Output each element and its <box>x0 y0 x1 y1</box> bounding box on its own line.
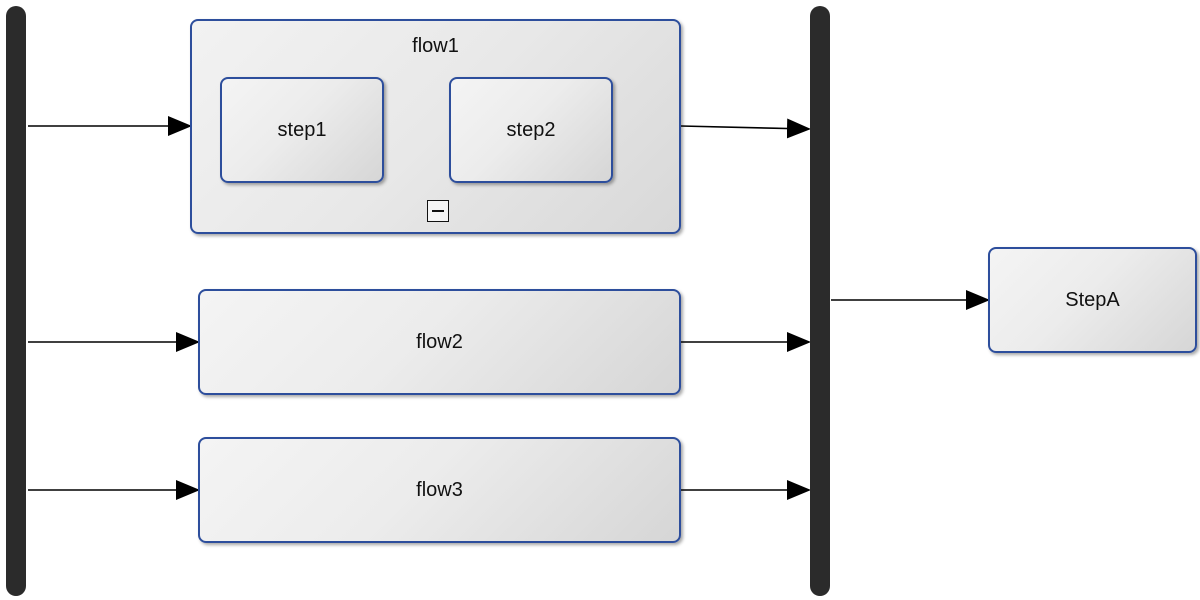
step1-label: step1 <box>277 118 327 141</box>
stepa-node[interactable]: StepA <box>988 247 1197 353</box>
step2-label: step2 <box>506 118 556 141</box>
arrow-flow1-to-join <box>680 118 811 139</box>
step2-node[interactable]: step2 <box>449 77 613 183</box>
flow1-group[interactable]: flow1 step1 step2 <box>190 19 681 234</box>
flow2-node[interactable]: flow2 <box>198 289 681 395</box>
flow1-title: flow1 <box>412 35 459 57</box>
step1-node[interactable]: step1 <box>220 77 384 183</box>
join-bar[interactable] <box>810 6 830 596</box>
fork-bar[interactable] <box>6 6 26 596</box>
minus-icon <box>432 210 444 212</box>
collapse-icon[interactable] <box>427 200 449 222</box>
flow2-label: flow2 <box>416 330 463 353</box>
flow3-label: flow3 <box>416 478 463 501</box>
flow3-node[interactable]: flow3 <box>198 437 681 543</box>
stepa-label: StepA <box>1065 288 1120 311</box>
